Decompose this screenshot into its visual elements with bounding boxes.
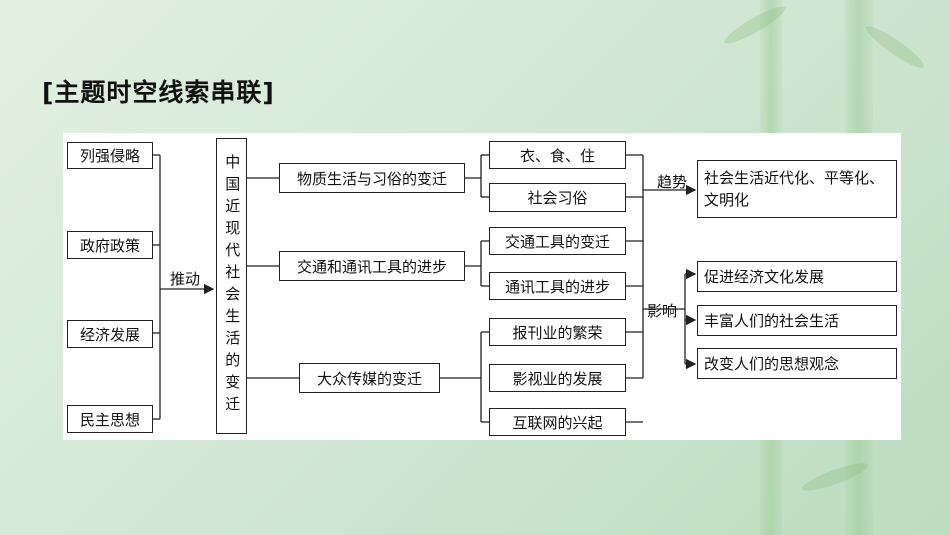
impact-box: 丰富人们的社会生活 [697, 305, 897, 336]
factor-box: 经济发展 [67, 320, 153, 348]
factor-box: 民主思想 [67, 405, 153, 433]
impact-box: 促进经济文化发展 [697, 261, 897, 292]
center-text: 中国近现代社会生活的变迁 [223, 154, 242, 418]
branch-box: 大众传媒的变迁 [299, 363, 440, 393]
trend-label: 趋势 [657, 173, 688, 191]
item-box: 通讯工具的进步 [489, 272, 626, 300]
item-box: 衣、食、住 [489, 141, 626, 169]
item-box: 影视业的发展 [489, 364, 626, 392]
item-box: 报刊业的繁荣 [489, 318, 626, 346]
diagram-panel: 列强侵略 政府政策 经济发展 民主思想 推动 中国近现代社会生活的变迁 物质生活… [63, 133, 901, 440]
impact-label: 影响 [647, 302, 678, 320]
trend-result-text: 社会生活近代化、平等化、文明化 [704, 169, 885, 209]
trend-result-box: 社会生活近代化、平等化、文明化 [697, 160, 897, 218]
center-box: 中国近现代社会生活的变迁 [216, 138, 247, 434]
branch-box: 交通和通讯工具的进步 [279, 251, 465, 281]
impact-box: 改变人们的思想观念 [697, 348, 897, 379]
item-box: 社会习俗 [489, 183, 626, 212]
connector-lines [153, 154, 697, 423]
item-box: 互联网的兴起 [489, 408, 626, 436]
page-title: [主题时空线索串联] [42, 78, 275, 107]
factor-box: 列强侵略 [67, 142, 153, 169]
drive-label: 推动 [170, 270, 201, 288]
item-box: 交通工具的变迁 [489, 227, 626, 255]
factor-box: 政府政策 [67, 231, 153, 259]
branch-box: 物质生活与习俗的变迁 [279, 163, 465, 193]
